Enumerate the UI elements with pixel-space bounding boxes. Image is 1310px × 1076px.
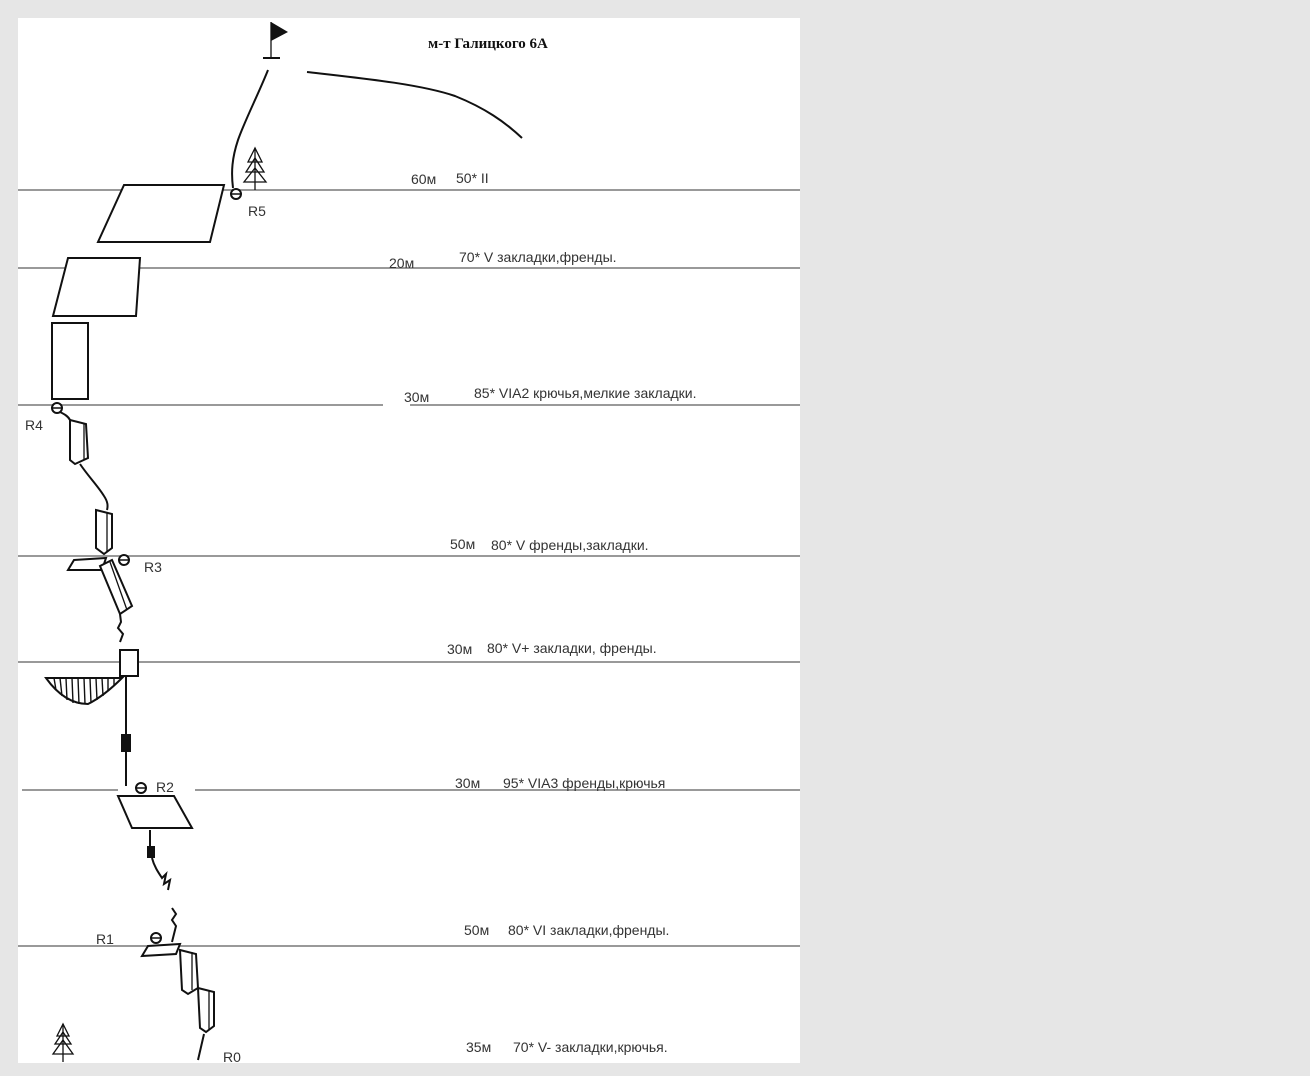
pitch-length: 30м: [404, 389, 429, 405]
pitch-length: 60м: [411, 171, 436, 187]
corner-feature: [196, 986, 215, 1034]
pitch-description: 80* VI закладки,френды.: [508, 922, 669, 938]
pitch-length: 30м: [447, 641, 472, 657]
route-path: [79, 463, 109, 511]
slab-block: [51, 257, 142, 317]
route-path: [170, 907, 178, 943]
route-path: [151, 857, 172, 891]
pitch-description: 80* V френды,закладки.: [491, 537, 649, 553]
wall-block: [119, 649, 139, 677]
pitch-description: 85* VIA2 крючья,мелкие закладки.: [474, 385, 697, 401]
belay-label: R5: [248, 203, 266, 219]
overhang-feature: [44, 677, 125, 706]
summit-ridge-line: [306, 71, 523, 139]
route-path-top: [231, 69, 269, 189]
ledge-block: [140, 942, 182, 958]
belay-anchor-icon: [230, 188, 242, 200]
slab-block: [116, 795, 194, 829]
belay-label: R0: [223, 1049, 241, 1065]
belay-label: R4: [25, 417, 43, 433]
belay-label: R1: [96, 931, 114, 947]
pitch-length: 30м: [455, 775, 480, 791]
route-path: [116, 613, 125, 643]
tree-icon: [242, 146, 268, 190]
wall-block: [51, 322, 89, 400]
pitch-boundaries: [18, 189, 800, 947]
corner-feature: [178, 948, 200, 996]
pitch-description: 50* II: [456, 170, 489, 186]
pitch-description: 70* V- закладки,крючья.: [513, 1039, 668, 1055]
belay-anchor-icon: [51, 402, 63, 414]
bolt-icon: [147, 846, 155, 858]
pitch-description: 70* V закладки,френды.: [459, 249, 617, 265]
corner-feature: [95, 508, 113, 556]
pitch-description: 95* VIA3 френды,крючья: [503, 775, 665, 791]
flag-icon: [263, 22, 288, 59]
topo-sheet: [18, 18, 800, 1063]
bolt-icon: [121, 734, 131, 752]
pitch-length: 35м: [466, 1039, 491, 1055]
corner-feature: [69, 418, 90, 466]
slab-block: [96, 184, 226, 243]
belay-anchor-icon: [135, 782, 147, 794]
belay-anchor-icon: [150, 932, 162, 944]
pitch-length: 50м: [450, 536, 475, 552]
belay-label: R3: [144, 559, 162, 575]
route-title: м-т Галицкого 6А: [428, 36, 548, 52]
pitch-labels: 60м 50* II 20м 70* V закладки,френды. 30…: [389, 170, 697, 1055]
pitch-length: 20м: [389, 255, 414, 271]
pitch-length: 50м: [464, 922, 489, 938]
belay-anchor-icon: [118, 554, 130, 566]
tree-icon: [51, 1022, 75, 1062]
route-path: [197, 1033, 205, 1061]
belay-label: R2: [156, 779, 174, 795]
pitch-description: 80* V+ закладки, френды.: [487, 640, 657, 656]
